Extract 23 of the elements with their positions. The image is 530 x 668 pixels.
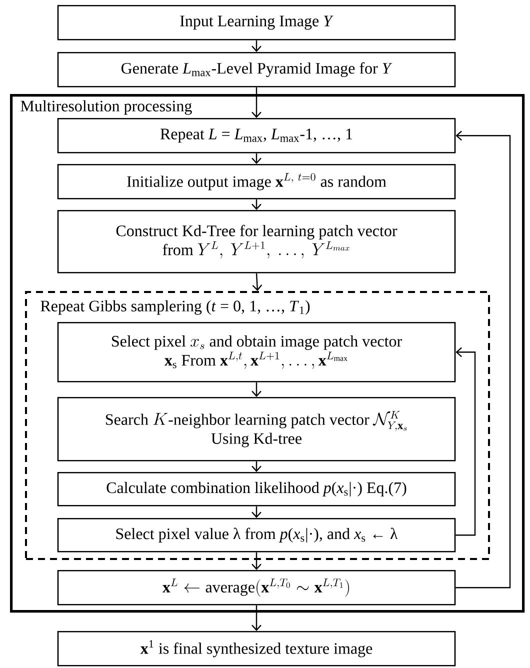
arrow — [252, 605, 262, 631]
process-box: $\text{Search }K\text{-neighbor learning patch vector }\mathcal{N}^{K}_{Y,\mathbf{x}_s}\allowbreak\ \text{Using Kd-tree}$ — [57, 397, 456, 462]
arrow — [252, 382, 262, 397]
arrow — [252, 199, 262, 210]
process-box: x$^{1}$ is final synthesized texture image — [57, 631, 456, 666]
process-box: Select pixel value λ from p(x$_{s}$|·), and x$_{s}$ ← λ — [57, 518, 456, 552]
process-box: Repeat L = L$_{max}$, L$_{max}$-1, …, 1 — [57, 118, 456, 154]
arrow — [252, 153, 262, 164]
arrow — [252, 552, 262, 570]
process-box: Calculate combination likelihood p(x$_{s}$|·) Eq.(7) — [57, 472, 456, 506]
arrow — [252, 506, 262, 518]
process-box: $\text{Construct Kd-Tree for learning patch vector}\allowbreak\ \text{from }Y^{L},\ Y^{L+1},\ \ldots,\ Y^{L_{max}}$ — [57, 210, 456, 274]
process-box: Input Learning Image Y — [57, 5, 456, 40]
arrow — [456, 130, 511, 588]
process-box: $\text{Initialize output image }\mathbf{x}^{L,\ t=0}\text{ as random}$ — [57, 164, 456, 200]
arrow — [252, 273, 262, 291]
process-box: $\text{Select pixel }x_s\text{ and obtain image patch vector}\allowbreak\ \mathbf{x}_{\mathrm{s}}\text{ From }\mathbf{x}^{L,t},\mathbf{x}^{L+1},\ldots,\mathbf{x}^{L_{\max}}$ — [57, 322, 456, 382]
arrow — [252, 87, 262, 118]
process-box: Generate L$_{max}$-Level Pyramid Image for Y — [57, 52, 456, 88]
arrow — [252, 461, 262, 472]
process-box: $\mathbf{x}^{L}\leftarrow\text{average}(\mathbf{x}^{L,T_0}\sim\mathbf{x}^{L,T_1})$ — [57, 570, 456, 606]
arrow — [456, 347, 476, 536]
arrow — [252, 40, 262, 52]
